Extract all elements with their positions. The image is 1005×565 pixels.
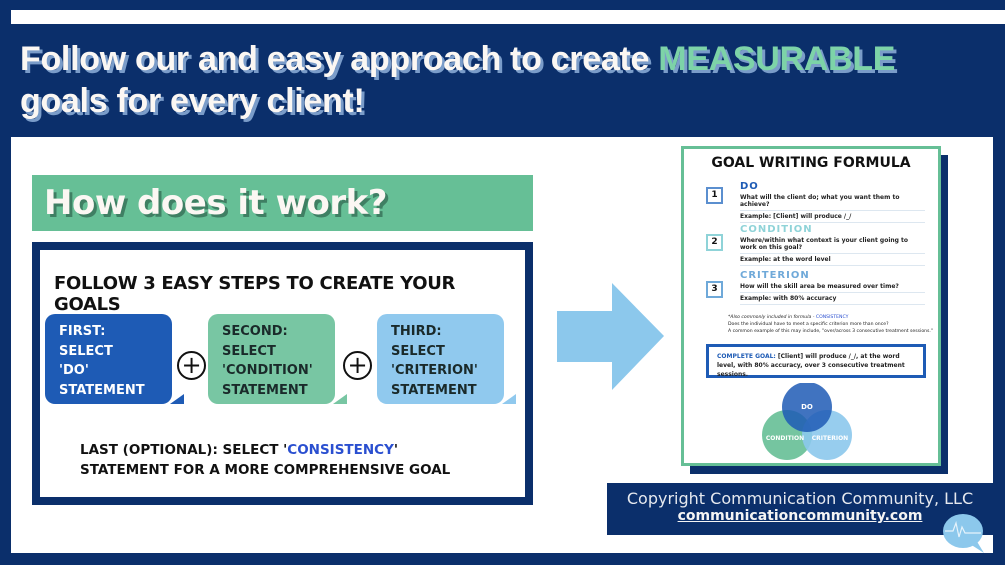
step-line: SELECT [59,343,113,359]
section-heading: CRITERION [740,270,810,281]
title-text-2: goals for every client! [20,82,365,120]
step-line: 'CONDITION' [222,363,313,378]
optional-text: ' STATEMENT FOR A MORE COMPREHENSIVE GOA… [80,442,451,478]
section-example: Example: at the word level [740,254,925,266]
section-question: What will the client do; what you want t… [740,192,925,211]
complete-goal-label: COMPLETE GOAL: [717,353,776,360]
step-number: 2 [706,234,723,251]
title-highlight: MEASURABLE [658,40,896,78]
section-example: Example: with 80% accuracy [740,293,925,305]
plus-icon: + [177,351,206,380]
step-line: STATEMENT [222,382,308,398]
step-number: 1 [706,187,723,204]
complete-goal-text: [Client] will produce /_/, at the word l… [717,353,905,378]
consistency-note: *Also commonly included in formula - CON… [728,314,933,335]
section-example: Example: [Client] will produce /_/ [740,211,925,223]
venn-label-do: DO [801,403,813,411]
section-question: How will the skill area be measured over… [740,281,925,293]
note-text: *Also commonly included in formula - [728,315,816,320]
arrow-right-icon [557,283,664,390]
step-line: SECOND: [222,324,288,339]
steps-box: FOLLOW 3 EASY STEPS TO CREATE YOUR GOALS… [32,242,533,505]
top-strip [11,10,1005,24]
title-text: Follow our and easy approach to create [20,40,659,78]
step-line: SELECT [222,343,276,359]
note-text: A common example of this may include, "o… [728,329,934,334]
venn-do [782,383,832,432]
speech-bubble-logo-icon [943,514,984,553]
note-highlight: CONSISTENCY [815,315,849,320]
formula-title: GOAL WRITING FORMULA [711,155,911,171]
step-first-bubble: FIRST: SELECT 'DO' STATEMENT [45,314,184,404]
complete-goal-box: COMPLETE GOAL: [Client] will produce /_/… [706,344,926,378]
step-line: STATEMENT [59,382,145,398]
venn-label-condition: CONDITION [766,435,804,442]
right-border [993,137,1005,553]
page-title: Follow our and easy approach to create M… [20,38,895,122]
step-line: SELECT [391,343,445,359]
step-second-bubble: SECOND: SELECT 'CONDITION' STATEMENT [208,314,347,404]
plus-icon: + [343,351,372,380]
copyright-box: Copyright Communication Community, LLC c… [607,483,993,535]
section-heading: CONDITION [740,224,813,235]
step-line: 'DO' [59,363,89,378]
step-line: FIRST: [59,324,106,339]
venn-diagram: DO CONDITION CRITERION [762,383,852,460]
section-heading: DO [740,181,759,192]
note-text: Does the individual have to meet a speci… [728,322,889,327]
optional-step-text: LAST (OPTIONAL): SELECT 'CONSISTENCY' ST… [80,440,480,480]
step-line: THIRD: [391,324,442,339]
optional-text: LAST (OPTIONAL): SELECT ' [80,442,288,458]
step-third-bubble: THIRD: SELECT 'CRITERION' STATEMENT [377,314,516,404]
venn-label-criterion: CRITERION [812,435,848,442]
step-line: 'CRITERION' [391,363,478,378]
step-number: 3 [706,281,723,298]
website-link[interactable]: communicationcommunity.com [677,508,923,524]
section-question: Where/within what context is your client… [740,235,925,254]
steps-heading: FOLLOW 3 EASY STEPS TO CREATE YOUR GOALS [54,273,456,315]
how-it-works-banner: How does it work? [32,175,533,231]
step-line: STATEMENT [391,382,477,398]
copyright-text: Copyright Communication Community, LLC [626,489,974,508]
consistency-highlight: CONSISTENCY [287,442,394,458]
